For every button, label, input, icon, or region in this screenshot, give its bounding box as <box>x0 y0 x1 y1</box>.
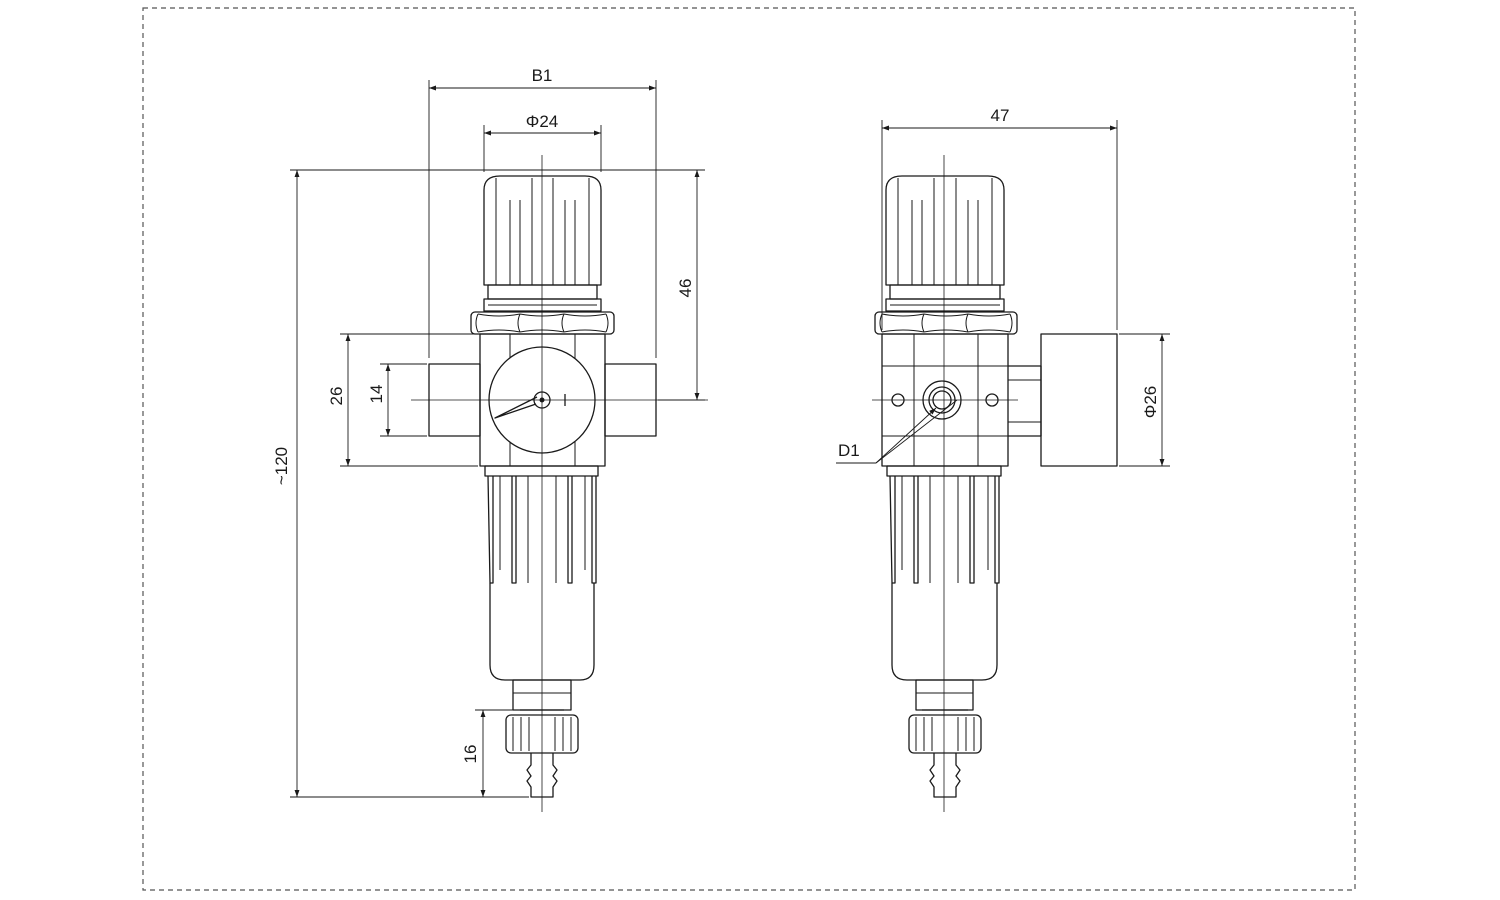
dimension-phi26-label: Φ26 <box>1141 386 1160 418</box>
side-drain <box>908 679 982 798</box>
dimension-d1: D1 <box>836 399 958 464</box>
dimension-46: 46 <box>290 169 705 401</box>
dimension-phi24: Φ24 <box>483 112 602 172</box>
dimension-phi24-label: Φ24 <box>526 112 558 131</box>
front-knob <box>483 175 602 312</box>
side-view <box>872 155 1118 812</box>
dimension-47-label: 47 <box>991 106 1010 125</box>
dimension-26: 26 <box>327 333 478 467</box>
drawing-frame <box>142 7 1356 891</box>
dimension-phi26: Φ26 <box>1119 333 1170 467</box>
dimension-120-label: ~120 <box>272 447 291 485</box>
dimension-47: 47 <box>881 106 1118 330</box>
front-view <box>411 155 708 812</box>
front-lock-nut <box>470 311 615 335</box>
front-bowl-guard <box>484 465 599 681</box>
dimension-b1-label: B1 <box>532 66 553 85</box>
dimension-16: 16 <box>461 709 518 797</box>
dimension-120: ~120 <box>272 170 529 798</box>
dimension-14-label: 14 <box>367 385 386 404</box>
side-gauge <box>1008 333 1118 467</box>
dimension-14: 14 <box>367 363 427 437</box>
side-lock-nut <box>874 311 1018 335</box>
dimension-16-label: 16 <box>461 745 480 764</box>
side-knob <box>885 175 1005 312</box>
dimension-26-label: 26 <box>327 387 346 406</box>
dimension-b1: B1 <box>428 66 657 358</box>
dimension-d1-label: D1 <box>838 441 860 460</box>
dimension-46-label: 46 <box>676 279 695 298</box>
